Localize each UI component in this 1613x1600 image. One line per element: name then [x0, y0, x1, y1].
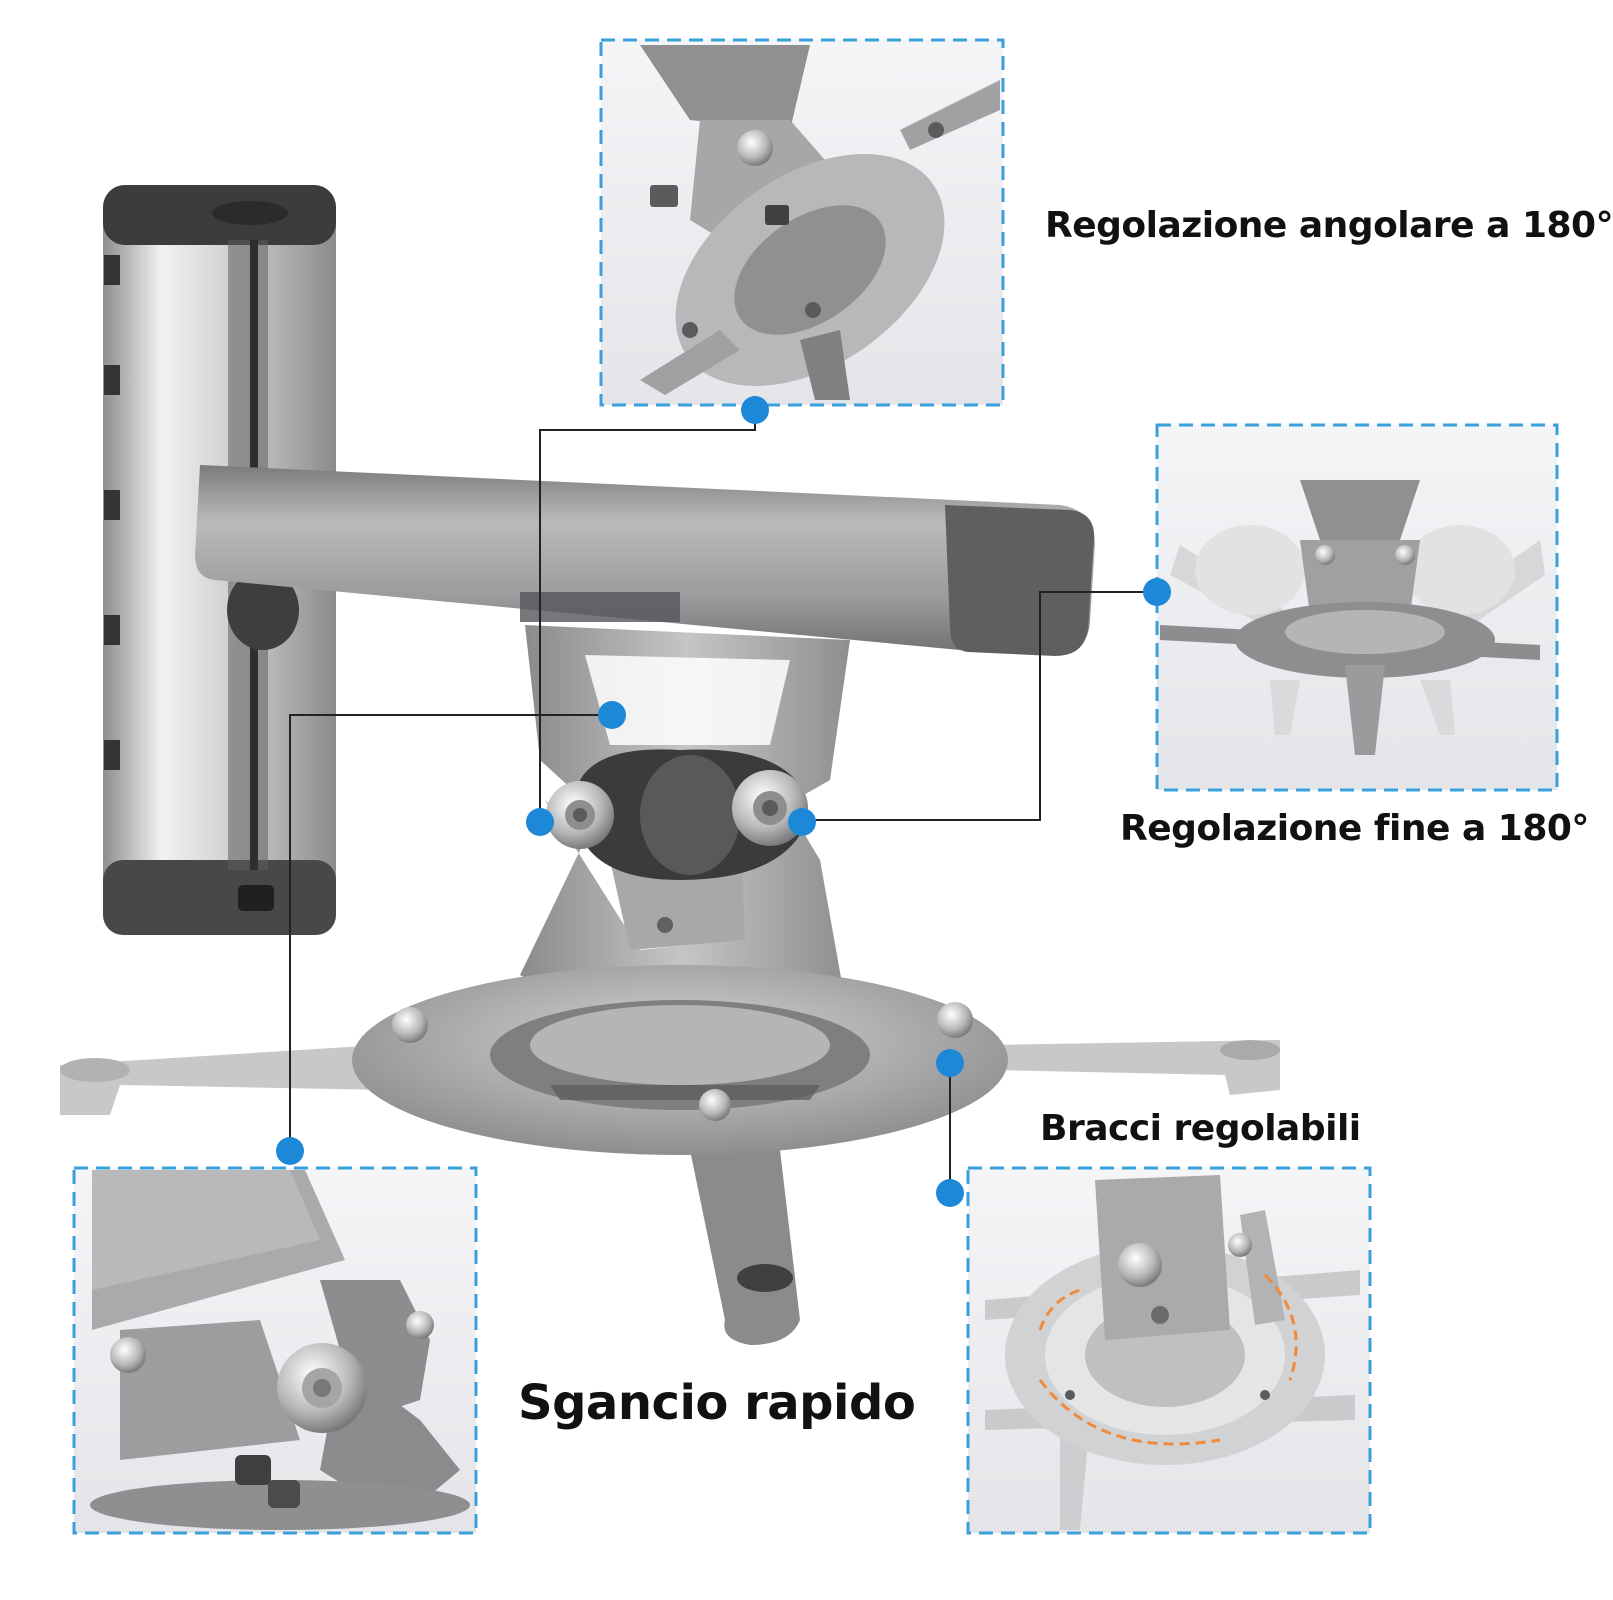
- inset-angle-illustration: [640, 45, 1000, 400]
- leader-quick: [289, 714, 612, 1150]
- pivot-hub: [546, 749, 808, 880]
- inset-adjustable-arms: [966, 1166, 1372, 1535]
- callout-dot-quick-bottom: [276, 1137, 304, 1165]
- inset-arms-illustration: [985, 1175, 1360, 1530]
- callout-dot-arms-top: [936, 1049, 964, 1077]
- inset-fine-illustration: [1160, 480, 1545, 755]
- inset-quick-illustration: [90, 1170, 470, 1530]
- label-fine-adjust: Regolazione fine a 180°: [1120, 808, 1589, 849]
- callout-dot-fine-bottom: [788, 808, 816, 836]
- inset-quick-release: [72, 1166, 478, 1535]
- callout-dot-angle-top: [741, 396, 769, 424]
- inset-fine-adjust: [1155, 423, 1559, 792]
- main-mount: [60, 185, 1280, 1345]
- callout-dot-angle-bottom: [526, 808, 554, 836]
- label-quick-release: Sgancio rapido: [518, 1375, 916, 1431]
- label-angle-adjust: Regolazione angolare a 180°: [1045, 205, 1613, 246]
- leader-fine: [802, 591, 1157, 821]
- callout-dots: [276, 396, 1171, 1207]
- callout-dot-fine-right: [1143, 578, 1171, 606]
- inset-angle-adjust: [599, 38, 1005, 407]
- projector-base-plate: [60, 965, 1280, 1345]
- pivot-bolt-left: [546, 781, 614, 849]
- callout-dot-quick-top: [598, 701, 626, 729]
- horizontal-arm: [195, 465, 1095, 656]
- label-adjustable-arms: Bracci regolabili: [1040, 1108, 1361, 1149]
- callout-dot-arms-bottom: [936, 1179, 964, 1207]
